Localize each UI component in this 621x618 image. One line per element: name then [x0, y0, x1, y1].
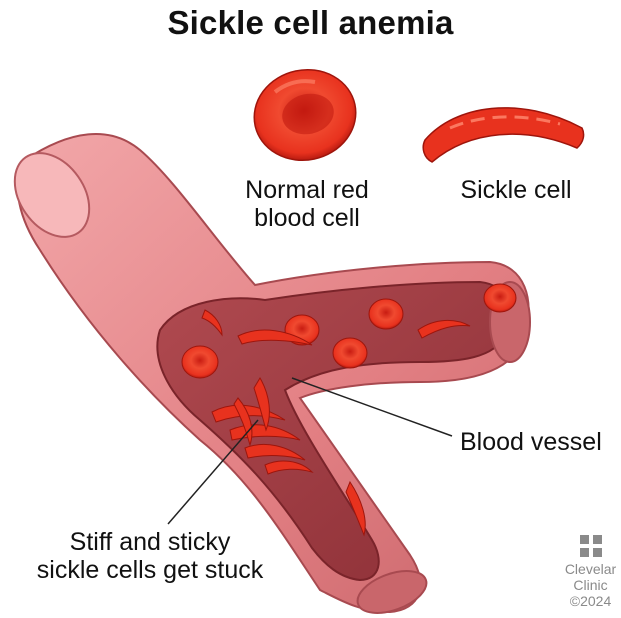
normal-cell-label-line1: Normal red: [212, 176, 402, 204]
blood-vessel-label: Blood vessel: [460, 428, 602, 456]
logo-copyright: ©2024: [560, 593, 621, 609]
logo-line2: Clinic: [560, 577, 621, 593]
clinic-cross-icon: [580, 535, 602, 557]
normal-red-blood-cell: [246, 60, 364, 169]
cleveland-clinic-logo: Clevelar Clinic ©2024: [560, 535, 621, 609]
normal-cell-label-line2: blood cell: [212, 204, 402, 232]
logo-line1: Clevelar: [560, 561, 621, 577]
normal-cell-label: Normal red blood cell: [212, 176, 402, 232]
stuck-cells-label-line2: sickle cells get stuck: [10, 556, 290, 584]
stuck-cells-label: Stiff and sticky sickle cells get stuck: [10, 528, 290, 584]
sickle-cell: [423, 108, 583, 162]
sickle-cell-label: Sickle cell: [436, 176, 596, 204]
stuck-cells-label-line1: Stiff and sticky: [10, 528, 290, 556]
